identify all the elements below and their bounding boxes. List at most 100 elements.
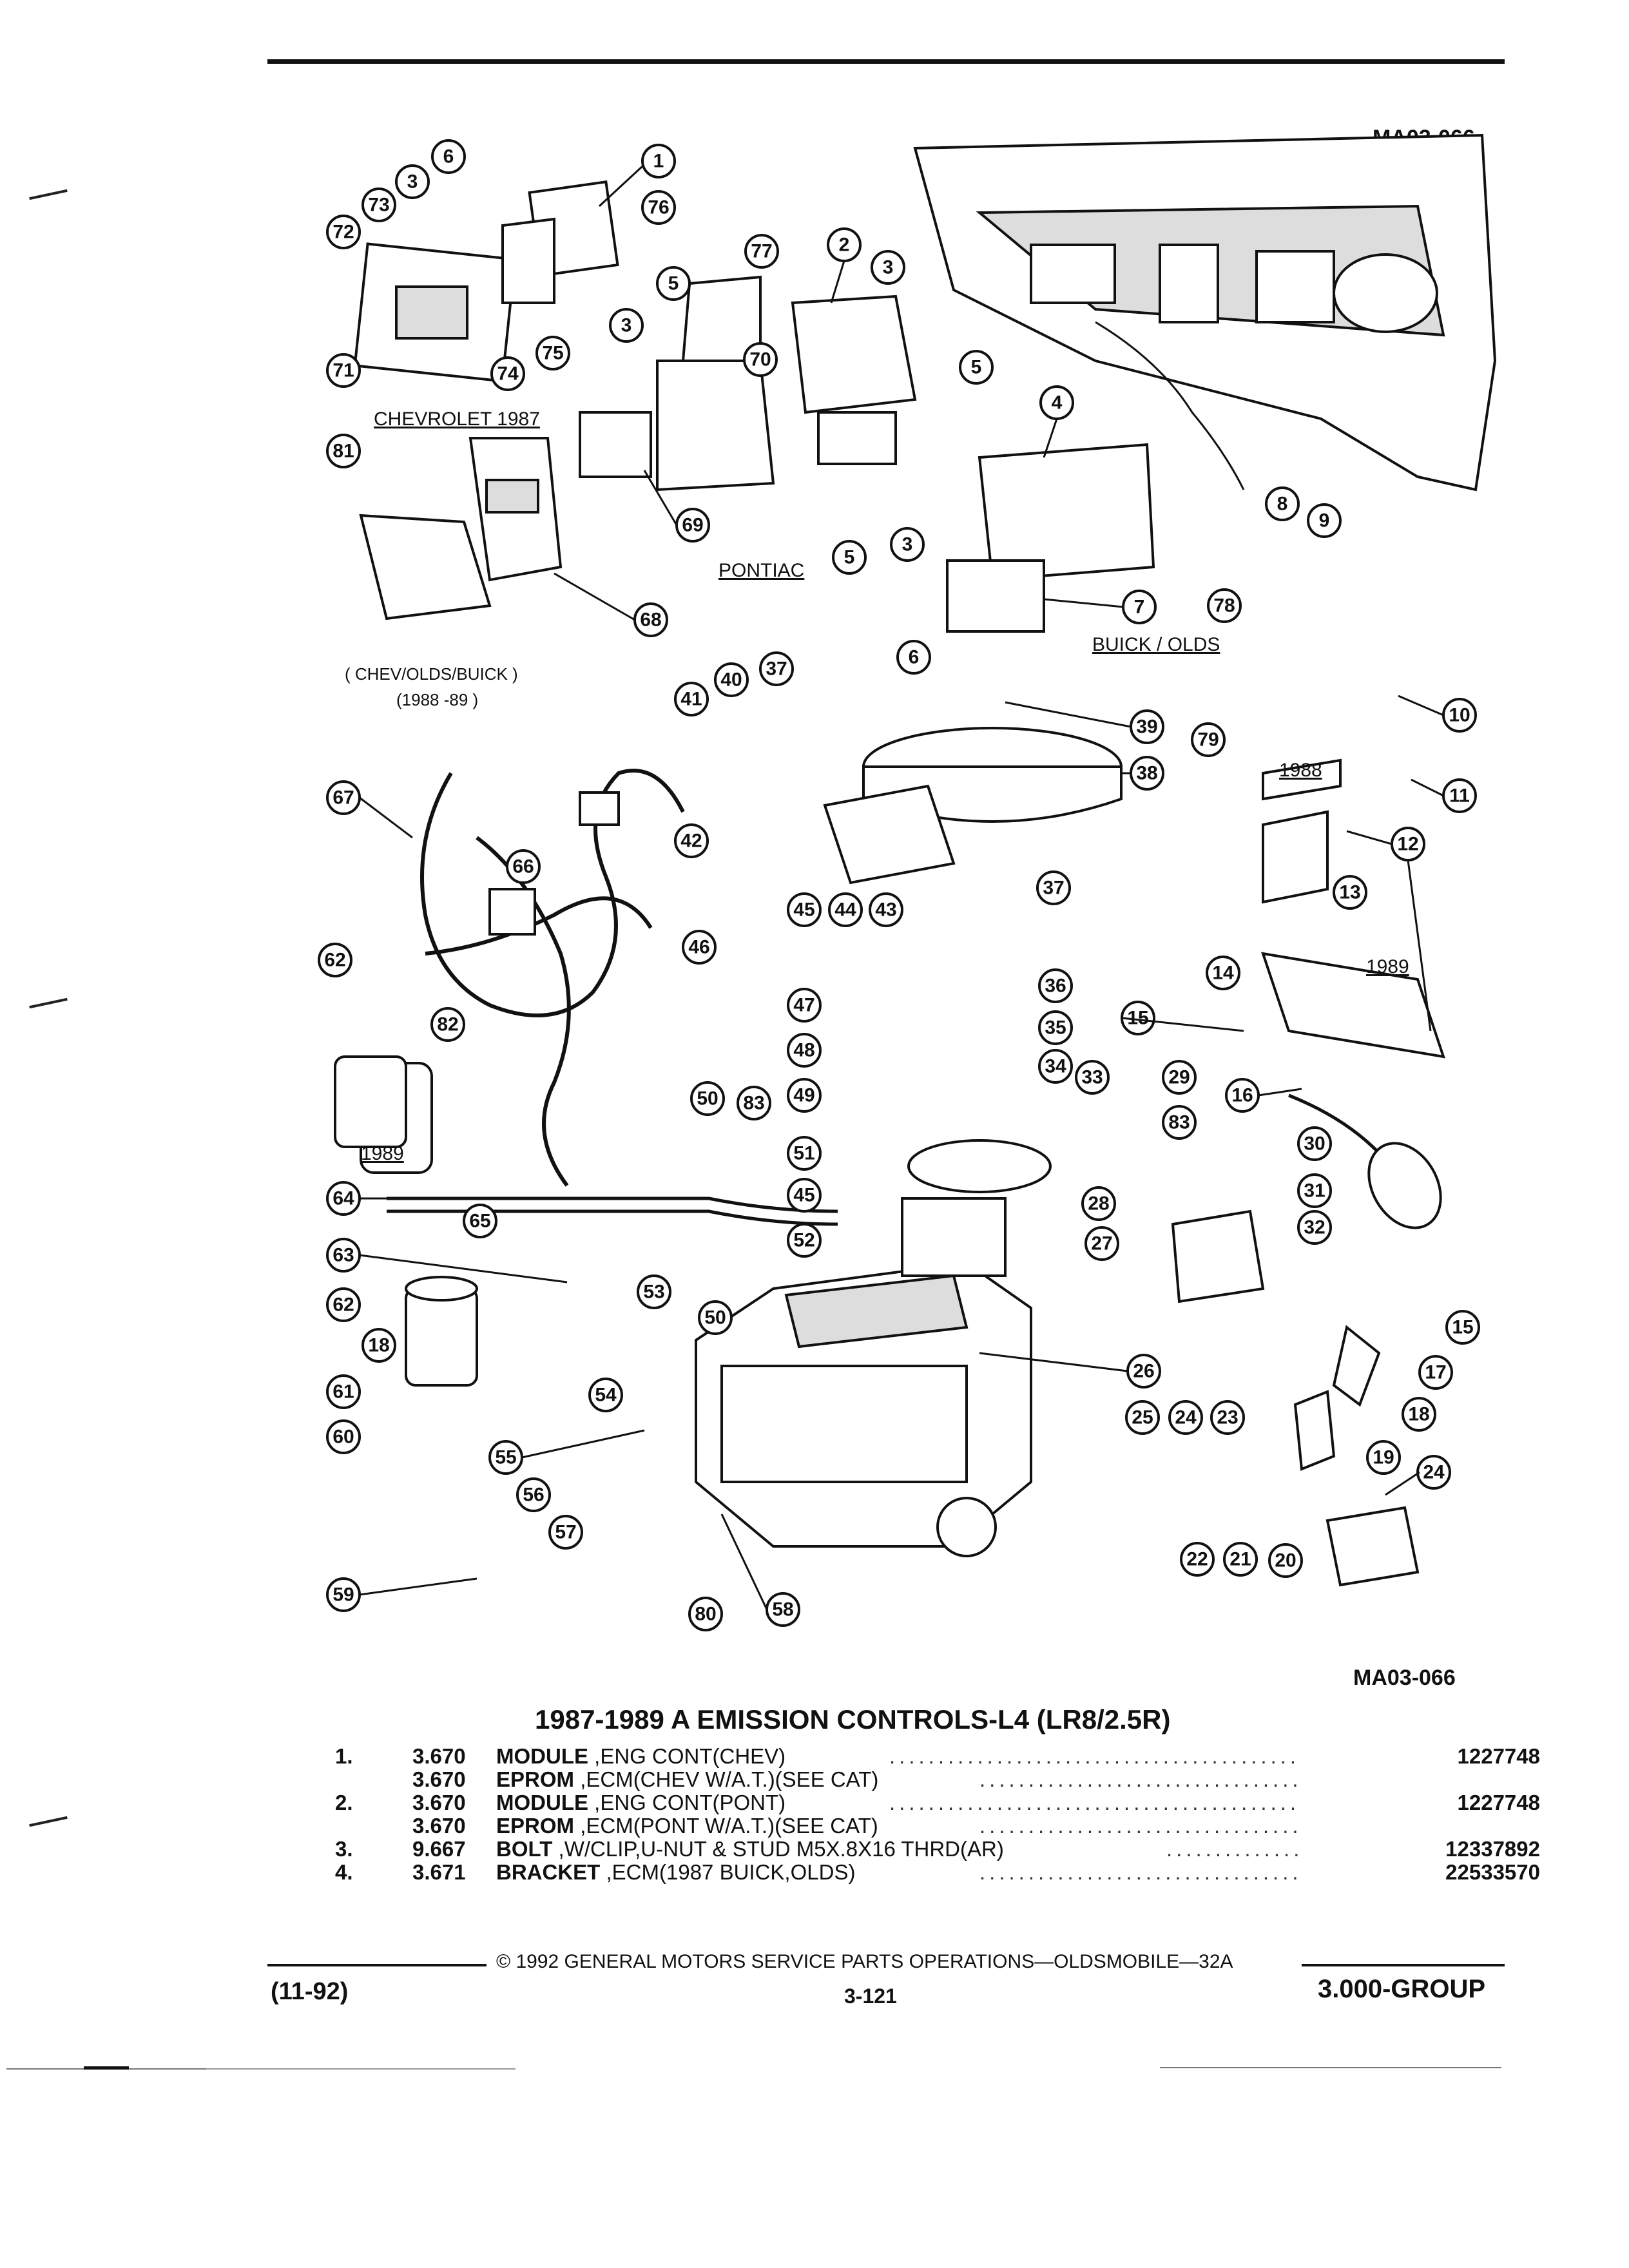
callout-46: 46	[682, 930, 717, 965]
callout-52: 52	[787, 1223, 822, 1258]
svg-text:6: 6	[909, 647, 920, 668]
callout-62: 62	[318, 943, 352, 977]
svg-text:58: 58	[772, 1599, 793, 1620]
svg-text:75: 75	[542, 343, 563, 364]
svg-text:5: 5	[844, 547, 855, 568]
svg-text:4: 4	[1052, 392, 1063, 414]
label-chevrolet-1987: CHEVROLET 1987	[374, 408, 540, 430]
callout-64: 64	[326, 1181, 361, 1216]
callout-61: 61	[326, 1374, 361, 1409]
callout-48: 48	[787, 1033, 822, 1068]
leader-lines	[359, 165, 1444, 1610]
callout-22: 22	[1180, 1542, 1215, 1577]
svg-text:44: 44	[834, 899, 856, 921]
callout-77: 77	[744, 234, 779, 269]
svg-text:50: 50	[704, 1307, 726, 1329]
callout-51: 51	[787, 1136, 822, 1171]
svg-text:16: 16	[1231, 1085, 1253, 1106]
callout-63: 63	[326, 1238, 361, 1273]
callout-42: 42	[674, 823, 709, 858]
callout-45: 45	[787, 1178, 822, 1213]
callout-49: 49	[787, 1078, 822, 1113]
callout-39: 39	[1130, 709, 1164, 744]
callout-56: 56	[516, 1477, 551, 1512]
ecm-bracket-group	[353, 180, 917, 620]
label-buick-olds: BUICK / OLDS	[1092, 634, 1220, 655]
svg-text:14: 14	[1212, 963, 1234, 984]
callout-54: 54	[588, 1378, 623, 1412]
part-number: 1227748	[1457, 1791, 1540, 1814]
callout-3: 3	[395, 164, 430, 199]
callout-68: 68	[633, 602, 668, 637]
air-cleaner-drawing	[823, 727, 1442, 1229]
part-description: ,ECM(PONT W/A.T.)(SEE CAT)	[580, 1814, 878, 1838]
svg-text:22: 22	[1186, 1549, 1208, 1570]
svg-text:3: 3	[407, 171, 418, 193]
callout-83: 83	[1162, 1105, 1197, 1140]
callout-27: 27	[1084, 1226, 1119, 1261]
callout-76: 76	[641, 190, 676, 225]
svg-text:17: 17	[1425, 1362, 1446, 1383]
svg-text:54: 54	[595, 1385, 617, 1406]
svg-text:46: 46	[688, 937, 709, 958]
group-number: 3.670	[412, 1744, 466, 1768]
callout-17: 17	[1418, 1355, 1453, 1390]
callout-40: 40	[714, 662, 749, 697]
callout-31: 31	[1297, 1173, 1332, 1208]
footer-rule-right	[1302, 1964, 1505, 1966]
svg-text:2: 2	[839, 235, 850, 256]
exploded-parts-diagram: 1 2 3 3 3 3 4 5 5 5 6 6 7 8 9 10 11 12 1…	[318, 133, 1497, 1631]
svg-text:3: 3	[621, 315, 632, 336]
svg-text:24: 24	[1423, 1462, 1445, 1483]
svg-text:71: 71	[333, 360, 354, 381]
callout-65: 65	[463, 1204, 497, 1238]
callout-13: 13	[1333, 875, 1367, 910]
part-description: ,ECM(CHEV W/A.T.)(SEE CAT)	[580, 1767, 879, 1791]
leader-dots: ..............................	[1166, 1837, 1302, 1861]
callout-74: 74	[490, 356, 525, 391]
svg-text:79: 79	[1197, 729, 1219, 751]
callout-23: 23	[1210, 1400, 1245, 1435]
callout-55: 55	[488, 1440, 523, 1475]
label-1989: 1989	[1366, 956, 1409, 977]
svg-text:47: 47	[793, 995, 815, 1016]
svg-text:83: 83	[743, 1093, 764, 1114]
svg-text:18: 18	[1408, 1404, 1429, 1425]
part-name: EPROM	[496, 1814, 575, 1838]
footer-rule-left	[267, 1964, 487, 1966]
callout-7: 7	[1122, 590, 1157, 624]
svg-text:20: 20	[1275, 1550, 1296, 1571]
callout-4: 4	[1039, 385, 1074, 420]
diagram-footer-code: MA03-066	[1353, 1666, 1456, 1690]
callout-79: 79	[1191, 722, 1226, 757]
label-1988-89: (1988 -89 )	[396, 690, 478, 709]
svg-text:24: 24	[1175, 1407, 1197, 1428]
callout-69: 69	[675, 508, 710, 543]
svg-text:76: 76	[648, 197, 669, 218]
callout-26: 26	[1126, 1354, 1161, 1389]
callout-50: 50	[698, 1300, 733, 1335]
callout-29: 29	[1162, 1060, 1197, 1095]
callout-57: 57	[548, 1515, 583, 1550]
parts-list-title: 1987-1989 A EMISSION CONTROLS-L4 (LR8/2.…	[535, 1704, 1171, 1735]
group-number: 3.670	[412, 1767, 466, 1791]
item-number: 3.	[335, 1837, 353, 1861]
scan-line	[206, 2068, 516, 2070]
svg-text:50: 50	[697, 1088, 718, 1110]
callout-36: 36	[1038, 968, 1073, 1003]
item-number: 1.	[335, 1744, 353, 1768]
callout-50: 50	[690, 1081, 725, 1116]
callout-38: 38	[1130, 756, 1164, 791]
svg-text:37: 37	[1043, 878, 1064, 899]
callout-14: 14	[1206, 956, 1240, 990]
callout-12: 12	[1391, 827, 1425, 861]
svg-text:33: 33	[1081, 1067, 1103, 1088]
svg-text:10: 10	[1449, 705, 1470, 726]
instrument-panel-drawing	[913, 133, 1497, 492]
callout-3: 3	[871, 250, 905, 285]
part-name: BOLT	[496, 1837, 553, 1861]
callout-43: 43	[869, 892, 903, 927]
svg-text:43: 43	[875, 899, 896, 921]
svg-text:42: 42	[680, 831, 702, 852]
svg-text:6: 6	[443, 146, 454, 168]
